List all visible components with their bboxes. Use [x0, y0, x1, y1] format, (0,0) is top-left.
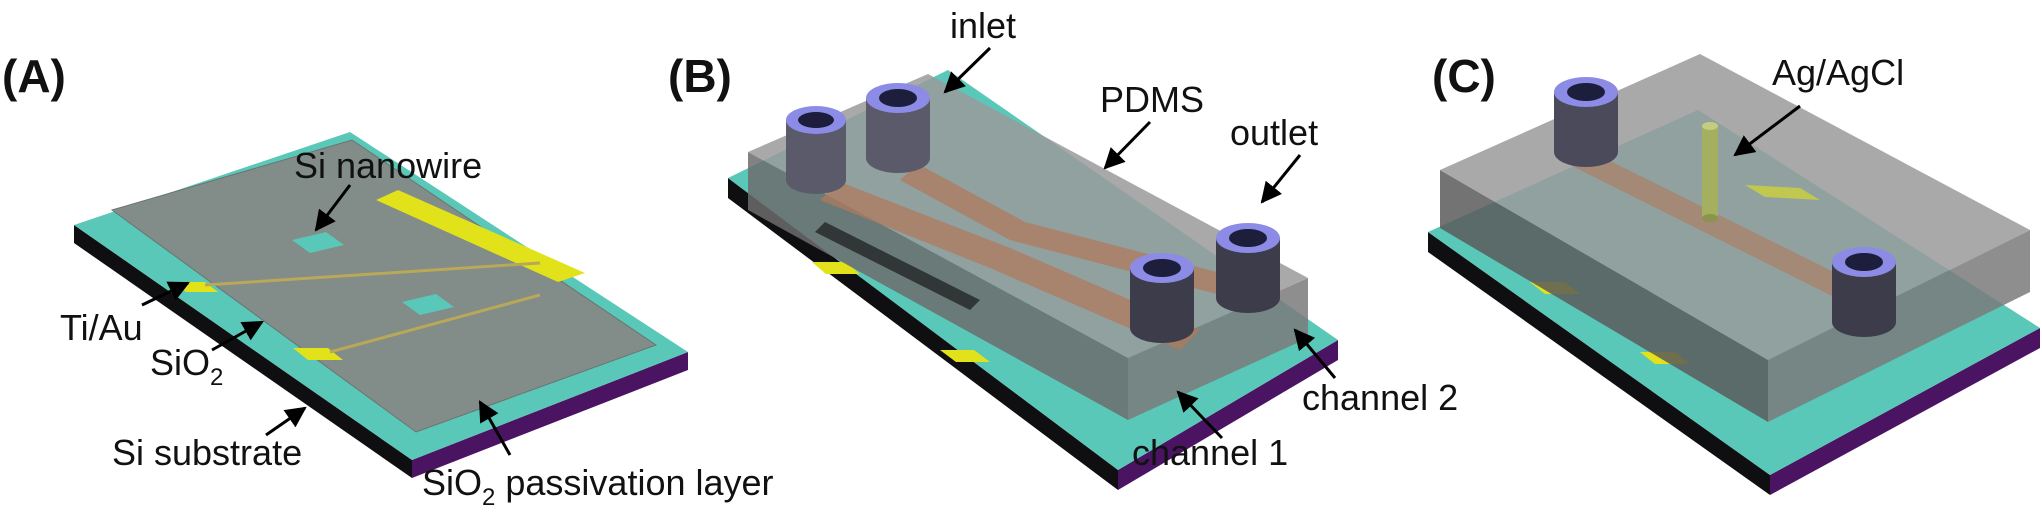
tube-2 — [1832, 247, 1896, 337]
panel-a: (A) Si nanowire Ti/Au SiO2 Si substrate — [2, 50, 774, 511]
label-sio2-sub: 2 — [210, 364, 223, 391]
arrow-ti-au — [141, 281, 190, 307]
nanowire-window-1 — [292, 232, 344, 253]
arrow-pdms — [1103, 120, 1152, 170]
panel-a-label: (A) — [2, 50, 66, 102]
label-passivation-rest: passivation layer — [495, 462, 773, 503]
substrate-side-face — [1118, 340, 1338, 490]
arrow-channel-2 — [1293, 328, 1337, 379]
arrow-channel-1 — [1176, 390, 1224, 440]
arrow-si-substrate — [265, 406, 307, 437]
pdms-side-face — [1768, 230, 2030, 422]
label-si-substrate: Si substrate — [112, 432, 302, 473]
substrate-front-face — [74, 225, 412, 478]
tube-outlet-1 — [1130, 253, 1194, 343]
label-si-nanowire: Si nanowire — [294, 145, 482, 186]
substrate-front-face — [728, 178, 1118, 490]
arrow-sio2 — [211, 320, 264, 352]
label-pdms: PDMS — [1100, 79, 1204, 120]
label-sio2: SiO2 — [150, 342, 223, 391]
label-channel-1: channel 1 — [1132, 432, 1288, 473]
label-passivation-sub: 2 — [482, 484, 495, 511]
tube-inlet-2 — [866, 83, 930, 173]
label-ti-au: Ti/Au — [60, 307, 143, 348]
substrate-side-face — [412, 352, 688, 478]
arrow-inlet — [943, 46, 992, 94]
nanowire-window-2 — [402, 294, 454, 315]
channel-1 — [820, 182, 1200, 350]
panel-b-label: (B) — [668, 50, 732, 102]
substrate-front-face — [1428, 232, 1770, 495]
label-ag-agcl: Ag/AgCl — [1772, 52, 1904, 93]
label-passivation: SiO2 passivation layer — [422, 462, 774, 511]
contact-pad-top — [376, 190, 585, 282]
nanowire-line-1 — [204, 261, 541, 287]
pdms-side-face — [1128, 278, 1308, 420]
panel-c-label: (C) — [1432, 50, 1496, 102]
arrow-si-nanowire — [314, 184, 352, 232]
panel-c: (C) — [1428, 50, 2040, 495]
channel — [1560, 146, 1860, 300]
arrow-outlet — [1260, 154, 1302, 204]
tube-1 — [1554, 77, 1618, 167]
label-passivation-main: SiO — [422, 462, 482, 503]
tube-inlet-1 — [786, 106, 846, 194]
pdms-front-face — [1440, 170, 1768, 422]
label-inlet: inlet — [950, 5, 1016, 46]
nanowire-line-2 — [329, 293, 541, 354]
pad-2 — [940, 350, 990, 362]
label-channel-2: channel 2 — [1302, 377, 1458, 418]
tube-outlet-2 — [1216, 223, 1280, 313]
substrate-side-face — [1770, 328, 2040, 495]
label-outlet: outlet — [1230, 112, 1318, 153]
ag-agcl-electrode — [1702, 122, 1718, 222]
arrow-ag-agcl — [1733, 104, 1801, 157]
channel-shadow — [815, 222, 980, 310]
label-sio2-main: SiO — [150, 342, 210, 383]
pad-on-pdms — [1745, 185, 1820, 200]
arrow-passivation — [478, 400, 512, 456]
panel-b: (B) — [668, 5, 1458, 490]
